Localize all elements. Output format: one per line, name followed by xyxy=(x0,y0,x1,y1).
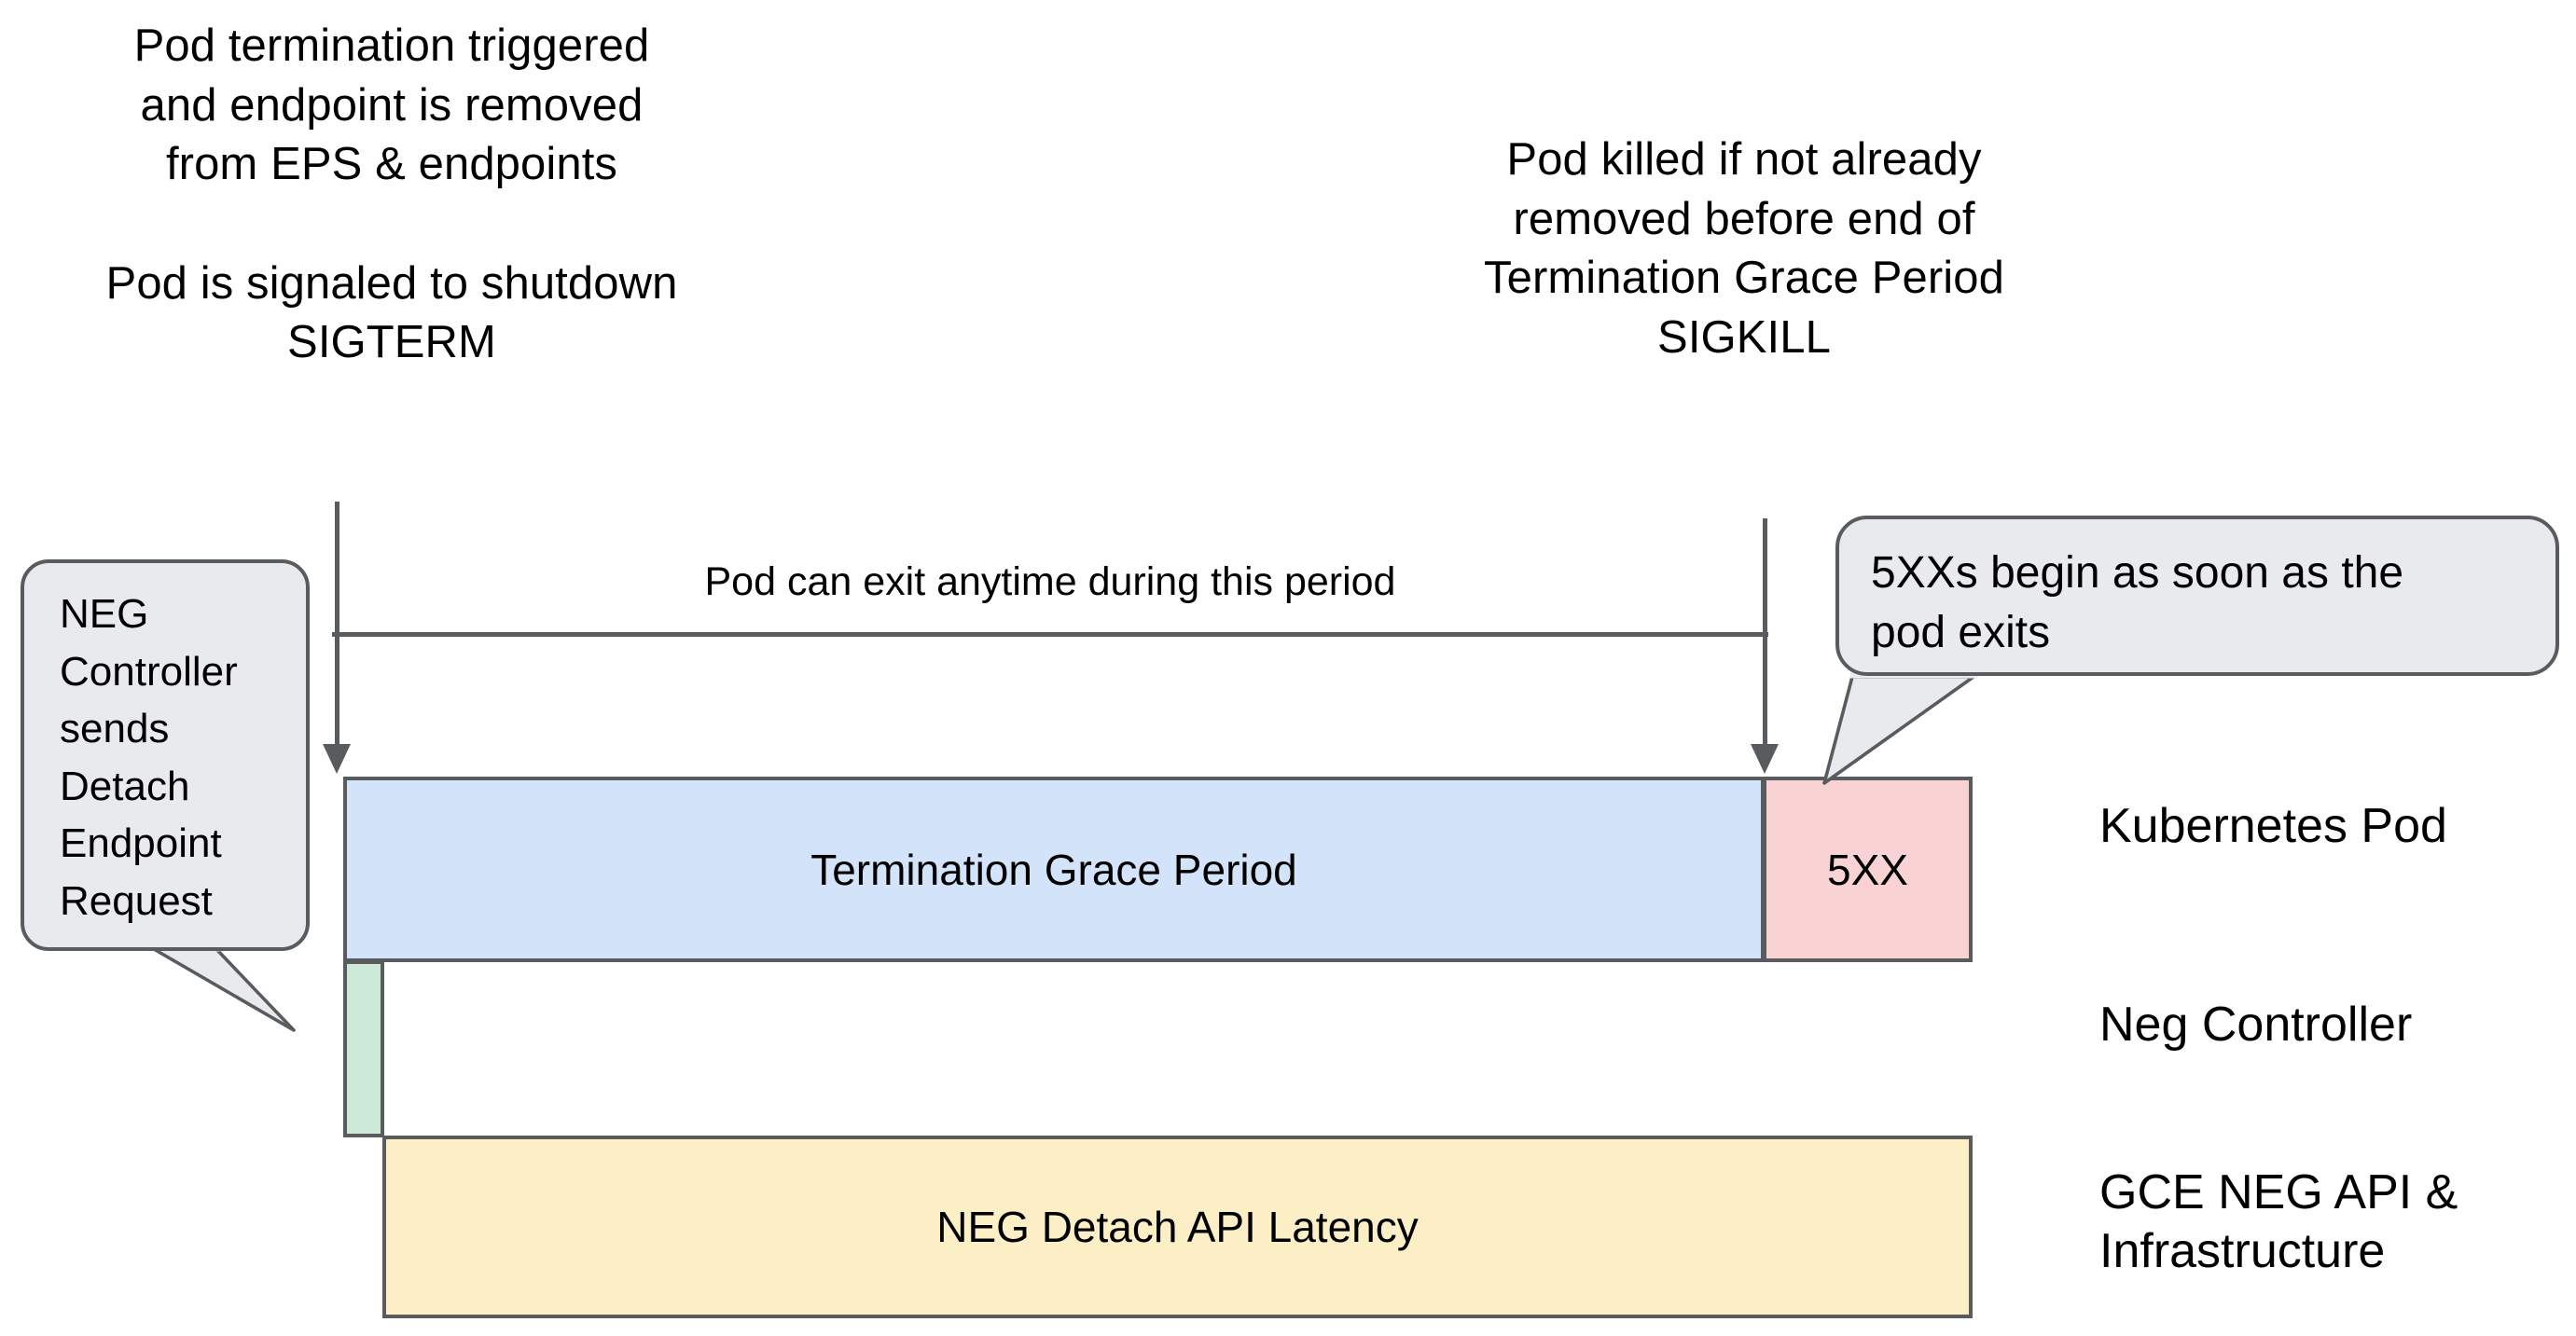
lane-label-kubernetes-pod: Kubernetes Pod xyxy=(2099,799,2447,853)
bar-label: Termination Grace Period xyxy=(810,845,1297,894)
callout-5xx-text: 5XXs begin as soon as the pod exits xyxy=(1871,548,2404,658)
bar-label: 5XX xyxy=(1827,845,1908,894)
callout-neg-controller: NEG Controller sends Detach Endpoint Req… xyxy=(21,559,310,951)
arrow-head xyxy=(323,744,351,774)
lane-label-neg-controller: Neg Controller xyxy=(2099,998,2413,1052)
span-rule xyxy=(332,632,1768,637)
arrow-shaft xyxy=(335,502,339,746)
arrow-shaft xyxy=(1763,518,1767,746)
right-annotation-text: Pod killed if not already removed before… xyxy=(1484,134,2004,364)
lane-label-gce-neg-api: GCE NEG API & Infrastructure xyxy=(2099,1165,2458,1279)
bar-neg-detach-api-latency: NEG Detach API Latency xyxy=(382,1136,1973,1318)
callout-neg-controller-text: NEG Controller sends Detach Endpoint Req… xyxy=(60,591,238,924)
bar-5xx: 5XX xyxy=(1763,777,1973,962)
left-annotation-text: Pod termination triggered and endpoint i… xyxy=(105,21,678,368)
bar-label: NEG Detach API Latency xyxy=(936,1203,1419,1251)
span-caption-text: Pod can exit anytime during this period xyxy=(704,559,1396,604)
arrow-head xyxy=(1751,744,1779,774)
bar-termination-grace-period: Termination Grace Period xyxy=(343,777,1765,962)
bar-neg-detach-trigger xyxy=(343,960,384,1137)
callout-5xx: 5XXs begin as soon as the pod exits xyxy=(1835,516,2559,676)
